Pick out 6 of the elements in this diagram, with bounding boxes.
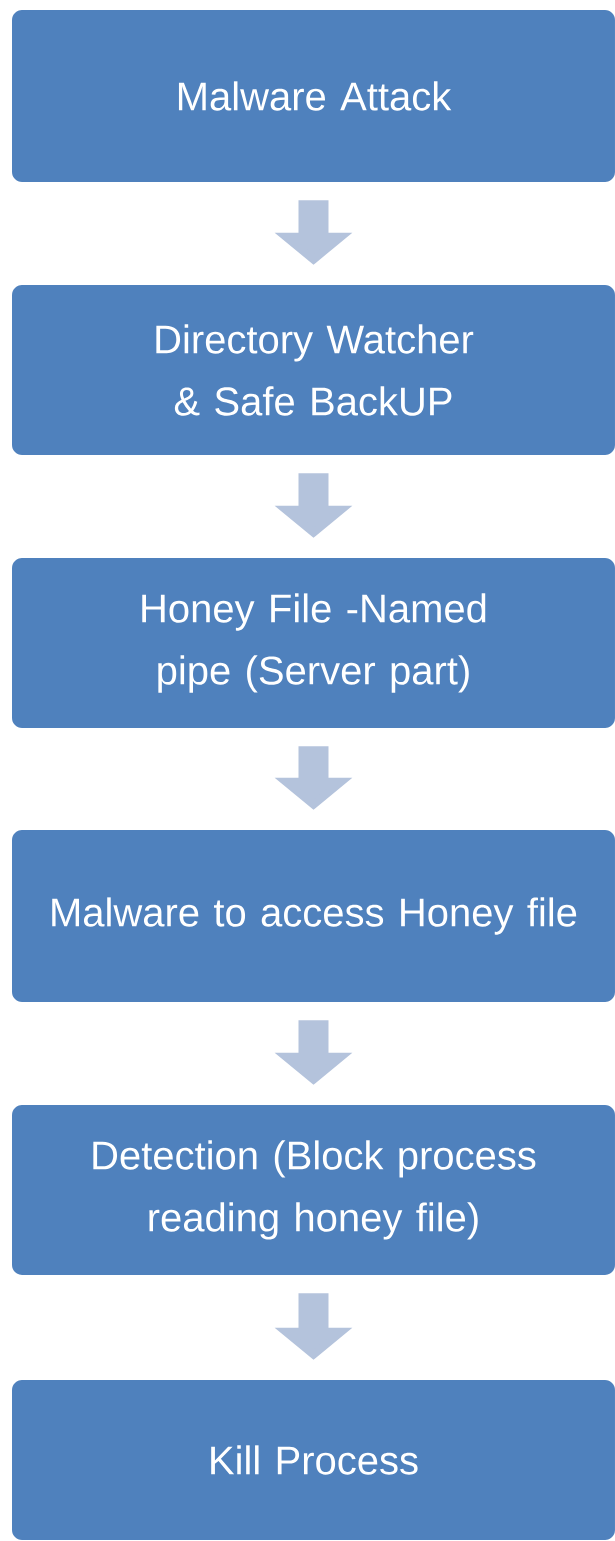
- process-box: Malware Attack: [12, 10, 615, 182]
- process-box: Detection (Block process reading honey file): [12, 1105, 615, 1275]
- process-box: Honey File -Named pipe (Server part): [12, 558, 615, 728]
- process-box: Kill Process: [12, 1380, 615, 1540]
- process-box: Malware to access Honey file: [12, 830, 615, 1002]
- process-box: Directory Watcher & Safe BackUP: [12, 285, 615, 455]
